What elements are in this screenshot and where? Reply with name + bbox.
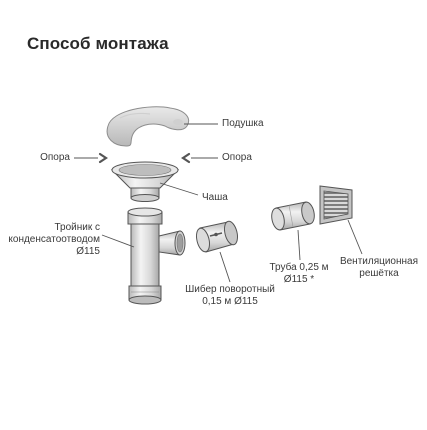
page-title: Способ монтажа [27,34,169,53]
pipe-leader [297,229,301,261]
tee-leader [101,234,135,248]
grille-label-line2: решётка [359,268,399,279]
damper-label-line2: 0,15 м Ø115 [202,296,258,307]
damper-part [195,220,239,253]
pipe-label-line2: Ø115 * [283,274,315,285]
leader-lines [74,123,363,283]
grille-label: Вентиляционная решётка [336,256,422,280]
damper-label: Шибер поворотный 0,15 м Ø115 [176,284,284,308]
tee-label-line1: Тройник с [54,222,100,233]
pipe-part [271,201,315,231]
pipe-label: Труба 0,25 м Ø115 * [266,262,332,286]
damper-label-line1: Шибер поворотный [185,284,275,295]
support-left-label: Опора [40,152,70,163]
pillow-label: Подушка [222,118,264,129]
pillow-part [106,106,190,147]
tee-label-line3: Ø115 [76,246,100,257]
support-right-label: Опора [222,152,252,163]
bowl-part [110,161,180,202]
grille-leader [347,219,363,255]
bowl-leader [159,182,199,196]
support-right-part [181,152,191,164]
tee-label-line2: конденсатоотводом [8,234,100,245]
tee-part [127,207,186,305]
bowl-label: Чаша [202,192,228,203]
tee-label: Тройник с конденсатоотводом Ø115 [8,222,100,258]
grille-label-line1: Вентиляционная [339,256,419,267]
support-left-part [98,152,108,164]
pipe-label-line1: Труба 0,25 м [269,262,329,273]
damper-leader [219,251,231,283]
grille-part [319,185,353,225]
